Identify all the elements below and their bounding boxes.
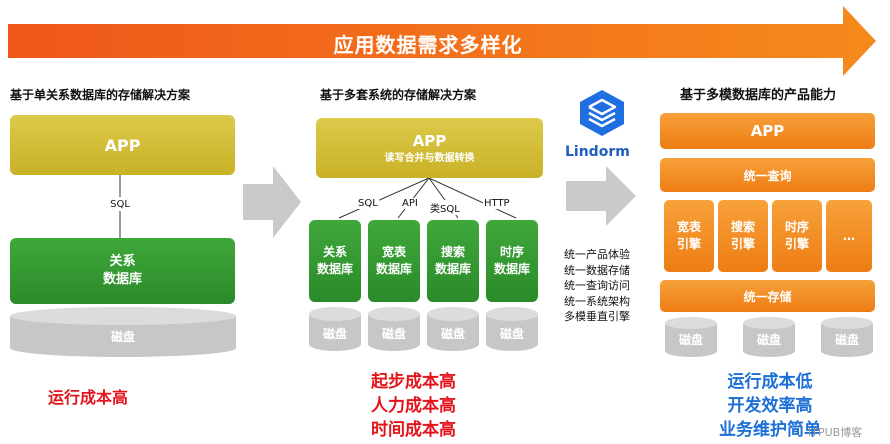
right-unified-storage-label: 统一存储 [743,289,792,304]
right-engine-search-line1: 搜索 [730,220,755,234]
right-engine-widetable: 宽表 引擎 [664,200,714,272]
lindorm-feature-4: 统一系统架构 [564,294,630,308]
right-disk-label-2: 磁盘 [756,332,781,347]
left-connector-label: SQL [95,197,145,211]
right-engine-timeseries: 时序 引擎 [772,200,822,272]
right-app-label: APP [750,122,785,140]
middle-db-search: 搜索 数据库 [427,220,479,302]
left-section-title: 基于单关系数据库的存储解决方案 [10,88,191,102]
lindorm-feature-5: 多模垂直引擎 [564,310,630,323]
right-disk-label-3: 磁盘 [834,332,859,347]
gray-arrow-1 [243,166,301,238]
middle-db-widetable-line1: 宽表 [381,245,406,259]
gray-arrow-2 [566,166,636,226]
lindorm-logo-icon [580,90,624,136]
right-engine-more-label: … [843,229,855,243]
right-unified-query: 统一查询 [660,158,875,192]
left-disk-label: 磁盘 [110,329,135,344]
middle-disk-label-3: 磁盘 [440,326,465,341]
watermark-text: ITPUB博客 [808,426,863,439]
middle-app-box: APP 读写合并与数据转换 [316,118,543,178]
right-engine-search: 搜索 引擎 [718,200,768,272]
right-section-title: 基于多模数据库的产品能力 [680,88,837,103]
middle-app-sublabel: 读写合并与数据转换 [384,153,475,164]
middle-connector-http: HTTP [483,198,511,209]
middle-disk-label-4: 磁盘 [499,326,524,341]
right-benefit-3: 业务维护简单 [719,420,821,440]
middle-db-relational: 关系 数据库 [309,220,361,302]
middle-db-timeseries-line1: 时序 [499,245,524,259]
middle-connector-like-sql: 类SQL [429,200,461,215]
left-disk-shape [10,307,236,357]
left-db-line2: 数据库 [102,272,142,287]
right-engine-more: … [826,200,872,272]
middle-disk-label-1: 磁盘 [322,326,347,341]
right-disk-shapes [665,317,873,357]
right-unified-storage: 统一存储 [660,280,875,312]
right-engine-search-line2: 引擎 [730,237,755,251]
left-app-box: APP [10,115,235,175]
middle-connector-api: API [401,198,419,209]
right-engine-timeseries-line1: 时序 [784,220,809,234]
right-engine-timeseries-line2: 引擎 [784,237,809,251]
middle-db-widetable: 宽表 数据库 [368,220,420,302]
middle-cost-2: 人力成本高 [371,396,456,416]
middle-disk-label-2: 磁盘 [381,326,406,341]
right-unified-query-label: 统一查询 [743,168,792,183]
right-app-box: APP [660,113,875,149]
middle-cost-1: 起步成本高 [371,372,456,392]
left-cost-text: 运行成本高 [48,388,129,407]
lindorm-feature-3: 统一查询访问 [564,279,630,292]
middle-connector-sql: SQL [357,198,379,209]
right-benefits: 运行成本低 开发效率高 业务维护简单 [700,370,840,442]
middle-cost-3: 时间成本高 [371,420,456,440]
right-disk-label-1: 磁盘 [678,332,703,347]
middle-section-title: 基于多套系统的存储解决方案 [320,88,477,102]
middle-db-relational-line1: 关系 [322,245,347,259]
right-benefit-2: 开发效率高 [727,396,813,416]
lindorm-features: 统一产品体验 统一数据存储 统一查询访问 统一系统架构 多模垂直引擎 [564,247,630,325]
lindorm-feature-2: 统一数据存储 [564,263,630,277]
left-db-line1: 关系 [109,254,136,269]
right-engine-widetable-line1: 宽表 [676,220,701,234]
banner-arrow [8,6,876,76]
middle-db-timeseries: 时序 数据库 [486,220,538,302]
middle-db-widetable-line2: 数据库 [375,262,412,276]
middle-db-timeseries-line2: 数据库 [493,262,530,276]
right-benefit-1: 运行成本低 [727,372,813,392]
banner-title: 应用数据需求多样化 [333,32,523,57]
middle-db-search-line2: 数据库 [434,262,471,276]
right-engine-widetable-line2: 引擎 [676,237,701,251]
middle-db-relational-line2: 数据库 [316,262,353,276]
middle-db-search-line1: 搜索 [440,245,465,259]
middle-costs: 起步成本高 人力成本高 时间成本高 [371,370,456,442]
left-app-label: APP [104,135,141,155]
lindorm-logo-text: Lindorm [565,144,630,160]
lindorm-feature-1: 统一产品体验 [564,248,630,261]
middle-disk-shapes [309,307,538,351]
middle-app-label: APP [412,132,447,150]
left-relational-db: 关系 数据库 [10,238,235,304]
